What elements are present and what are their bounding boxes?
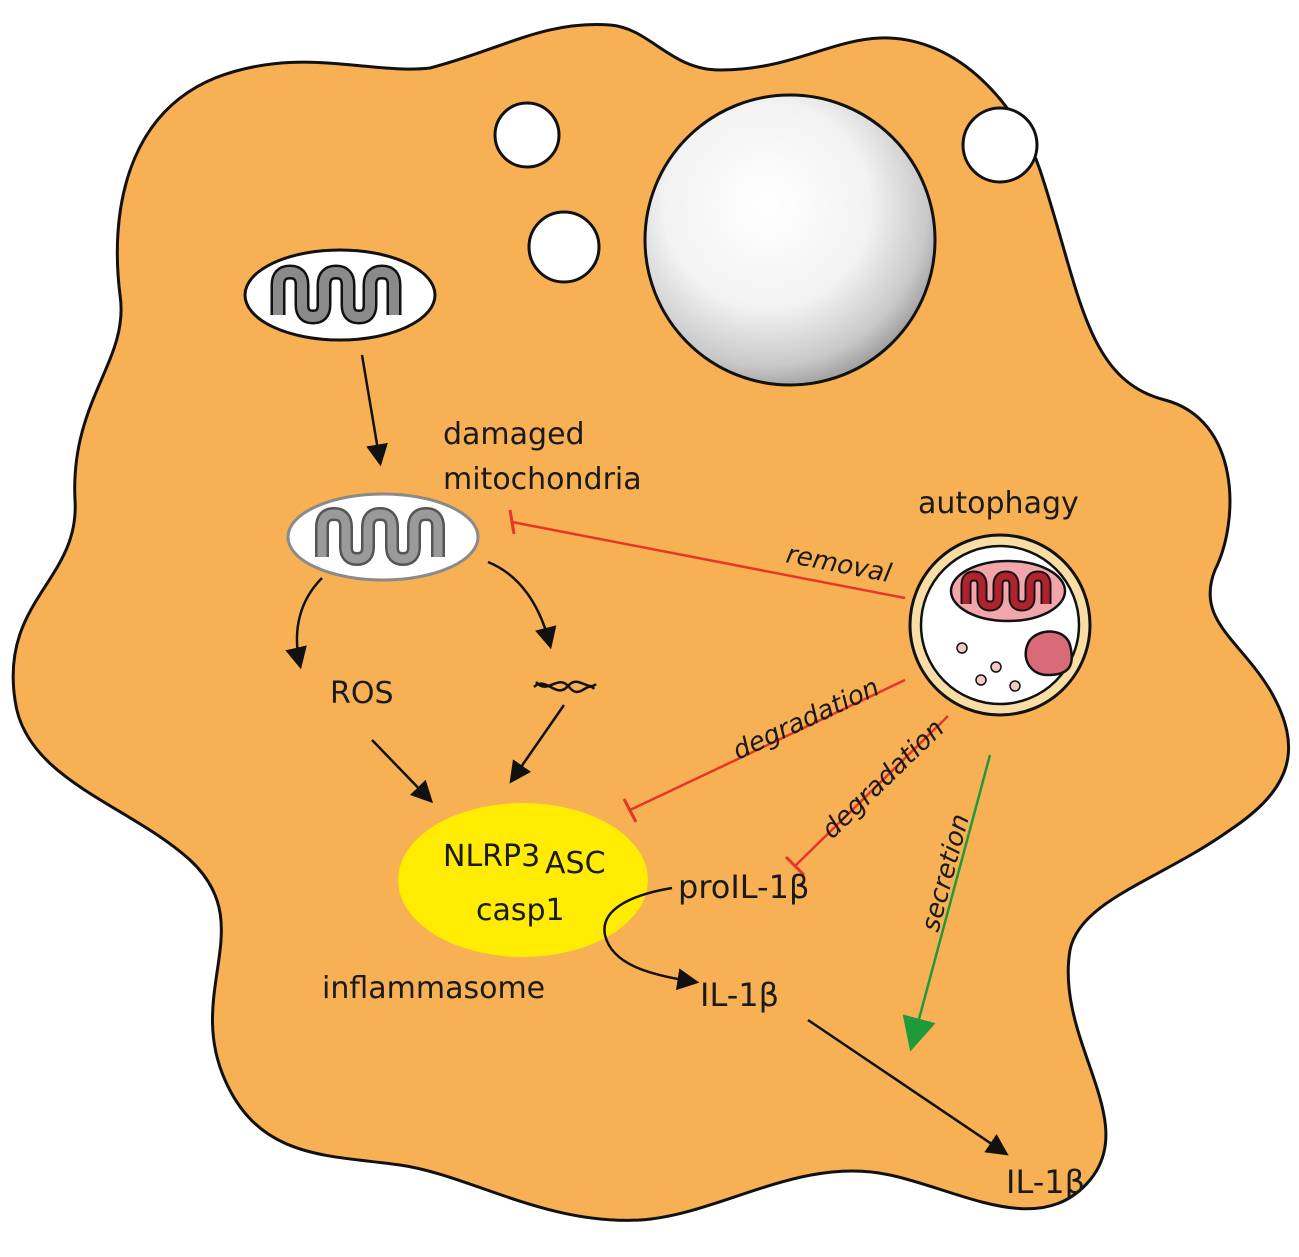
inhibition-removal [508, 509, 906, 600]
arrow-secretion [902, 754, 992, 1052]
label-autophagy: autophagy [918, 486, 1079, 521]
large-vacuole [643, 93, 937, 387]
damaged-mitochondrion-icon [286, 492, 480, 582]
label-il1b-outside: IL-1β [1006, 1163, 1085, 1201]
arrow-il1b-out [807, 1018, 1009, 1156]
label-inflammasome: inflammasome [322, 971, 545, 1006]
autophagosome-icon [908, 533, 1092, 717]
label-ros: ROS [330, 676, 394, 711]
label-nlrp3: NLRP3 [443, 839, 540, 874]
arrow-processing [603, 886, 700, 991]
healthy-mitochondrion-icon [243, 248, 437, 342]
small-vacuole-right [961, 106, 1039, 184]
label-mitochondria: mitochondria [443, 462, 642, 497]
small-vacuole-left-bottom [527, 210, 601, 284]
arrow-to-mtdna [487, 560, 557, 650]
arrow-ros-to-inflammasome [371, 739, 434, 804]
label-damaged: damaged [443, 417, 585, 452]
arrow-to-damaged [360, 354, 388, 467]
arrow-mtdna-to-inflammasome [509, 704, 566, 784]
label-asc: ASC [545, 846, 606, 881]
label-il1b-inside: IL-1β [700, 976, 779, 1014]
inhibition-degradation-proil [784, 715, 949, 877]
inflammasome-body [398, 803, 648, 957]
inhibition-degradation-inflammasome [622, 678, 906, 823]
arrow-to-ros [285, 577, 323, 670]
label-casp1: casp1 [476, 893, 565, 928]
small-vacuole-left-top [493, 101, 561, 169]
label-proil1b: proIL-1β [678, 868, 809, 906]
mtdna-icon [533, 680, 597, 694]
